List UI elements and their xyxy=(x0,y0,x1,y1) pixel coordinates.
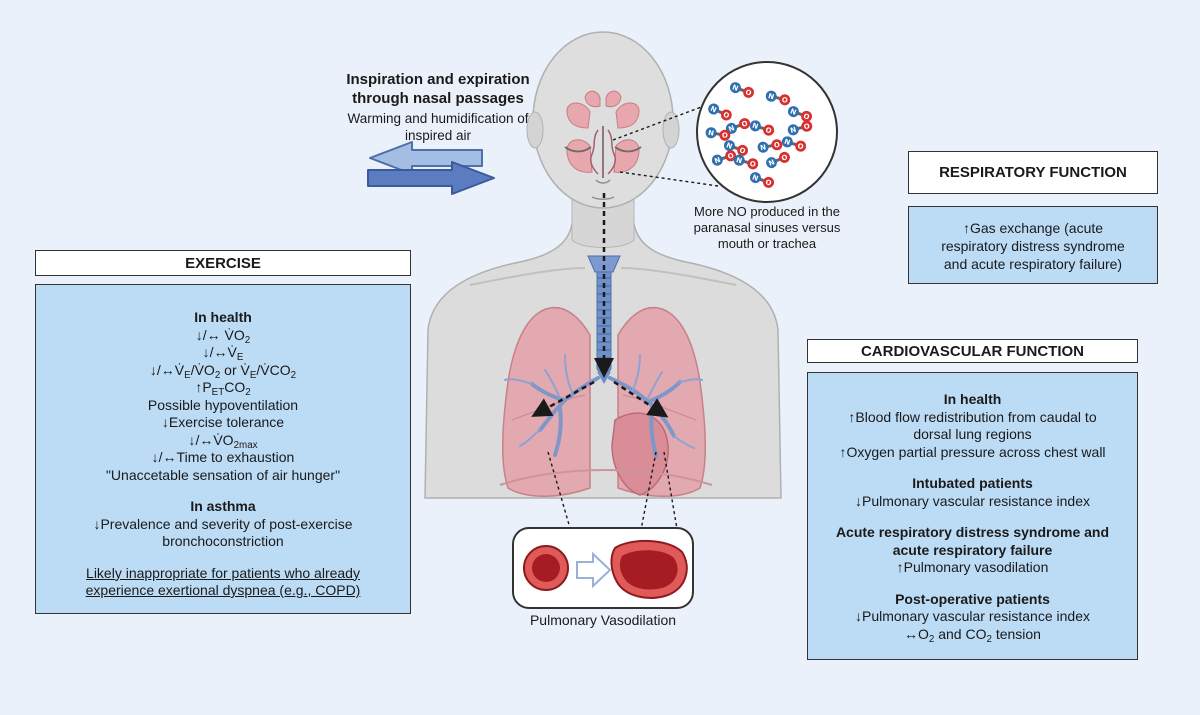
inspiration-arrow xyxy=(367,161,495,195)
svg-text:O: O xyxy=(749,160,757,169)
svg-text:O: O xyxy=(803,122,811,131)
svg-text:O: O xyxy=(741,119,749,129)
exercise-line-hypoventilation: Possible hypoventilation xyxy=(147,396,299,413)
no-molecule: NO xyxy=(787,106,813,122)
svg-text:N: N xyxy=(789,107,797,117)
svg-text:O: O xyxy=(773,141,780,150)
exercise-line-ve: ↓/↔V̇E xyxy=(202,344,244,363)
svg-text:O: O xyxy=(744,88,752,98)
cardiovascular-title: CARDIOVASCULAR FUNCTION xyxy=(807,339,1138,363)
svg-text:N: N xyxy=(767,92,775,101)
svg-text:O: O xyxy=(764,178,772,188)
exercise-line-tolerance: ↓Exercise tolerance xyxy=(161,414,285,430)
no-molecule: NO xyxy=(729,82,755,98)
exercise-line-air-hunger: "Unaccetable sensation of air hunger" xyxy=(105,466,341,483)
svg-text:O: O xyxy=(738,146,746,156)
nasal-title: Inspiration and expiration through nasal… xyxy=(346,71,530,107)
trachea xyxy=(587,255,621,384)
svg-text:O: O xyxy=(796,142,804,151)
svg-text:N: N xyxy=(790,126,798,135)
exercise-health-heading: In health xyxy=(194,309,252,325)
exercise-asthma-line2: bronchoconstriction xyxy=(162,533,284,549)
svg-text:O: O xyxy=(764,126,772,135)
svg-text:N: N xyxy=(709,105,718,115)
pulmonary-vasodilation-label: Pulmonary Vasodilation xyxy=(529,612,677,628)
svg-text:N: N xyxy=(725,141,733,151)
svg-text:N: N xyxy=(783,138,791,147)
exercise-box: In health ↓/↔ V̇O2 ↓/↔V̇E ↓/↔V̇E/V̇O2 or… xyxy=(35,284,411,614)
exercise-asthma-heading: In asthma xyxy=(190,498,256,514)
paranasal-sinuses xyxy=(566,90,640,173)
no-molecule: NO xyxy=(725,118,751,134)
exercise-line-petco2: ↑PETCO2 xyxy=(195,379,251,398)
respiratory-box: ↑Gas exchange (acute respiratory distres… xyxy=(908,206,1158,284)
exercise-line-vo2: ↓/↔ V̇O2 xyxy=(195,326,251,346)
svg-text:N: N xyxy=(713,156,721,165)
svg-text:O: O xyxy=(721,131,728,140)
svg-text:N: N xyxy=(731,83,739,93)
svg-text:N: N xyxy=(760,143,767,152)
cardiovascular-box: In health ↑Blood flow redistribution fro… xyxy=(807,372,1138,660)
svg-text:N: N xyxy=(735,156,743,165)
exercise-note-line1: Likely inappropriate for patients who al… xyxy=(86,564,360,581)
exercise-line-time: ↓/↔Time to exhaustion xyxy=(151,449,295,465)
respiratory-title: RESPIRATORY FUNCTION xyxy=(908,151,1158,194)
dilated-vessel-icon xyxy=(610,539,688,599)
airflow-arrows xyxy=(367,141,495,195)
svg-text:N: N xyxy=(751,173,759,183)
svg-text:O: O xyxy=(781,96,789,105)
svg-text:O: O xyxy=(727,152,735,161)
nasal-subtitle: Warming and humidification of inspired a… xyxy=(347,111,529,143)
no-molecule: NO xyxy=(723,140,749,156)
svg-text:N: N xyxy=(727,124,735,134)
svg-text:N: N xyxy=(751,122,759,131)
no-caption: More NO produced in the paranasal sinuse… xyxy=(693,204,841,251)
svg-text:O: O xyxy=(802,112,810,122)
dilation-arrow-icon xyxy=(576,551,612,589)
svg-text:N: N xyxy=(707,129,714,138)
exercise-line-ve-ratios: ↓/↔V̇E/V̇O2 or V̇E/V̇CO2 xyxy=(149,361,297,381)
exercise-asthma-line1: ↓Prevalence and severity of post-exercis… xyxy=(93,515,353,532)
exercise-line-vo2max: ↓/↔V̇O2max xyxy=(188,431,258,451)
exercise-title: EXERCISE xyxy=(35,250,411,276)
constricted-vessel-icon xyxy=(523,545,569,591)
no-molecule: NO xyxy=(708,103,732,121)
no-molecule: NO xyxy=(749,172,775,188)
svg-text:O: O xyxy=(722,111,731,121)
exercise-note-line2: experience exertional dyspnea (e.g., COP… xyxy=(85,582,361,598)
svg-text:O: O xyxy=(780,153,789,163)
no-molecule: NO xyxy=(766,151,790,169)
svg-text:N: N xyxy=(767,158,776,168)
